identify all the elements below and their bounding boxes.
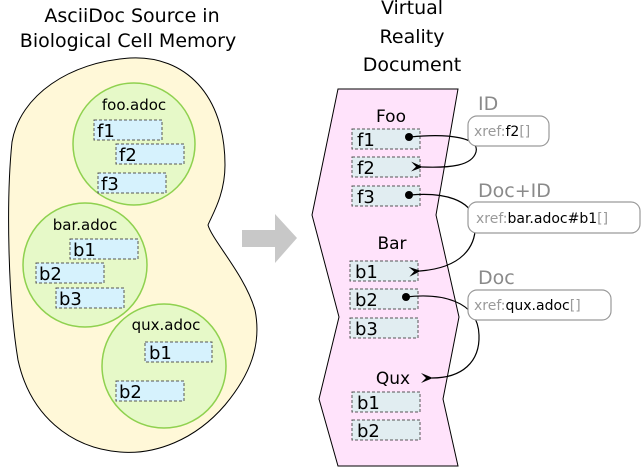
section-heading-qux: Qux xyxy=(376,369,410,389)
fragment-label: b2 xyxy=(39,264,62,285)
anchor-dot xyxy=(402,293,410,301)
doc-foo-items: f1 f2 f3 xyxy=(351,128,421,208)
doc-item-label: f2 xyxy=(357,158,375,179)
doc-item-box xyxy=(351,391,421,413)
xref-prefix: xref: xyxy=(476,211,508,227)
doc-qux-items: b1 b2 xyxy=(351,391,421,442)
xref-target: qux.adoc xyxy=(506,298,570,314)
fragment-label: b2 xyxy=(119,382,142,403)
anchor-dot xyxy=(405,191,413,199)
doc-item-label: b2 xyxy=(355,290,378,311)
fragment-label: f3 xyxy=(101,174,119,195)
qux-items: b1 b2 xyxy=(115,341,213,403)
doc-item-box xyxy=(351,419,421,441)
doc-item-label: b1 xyxy=(355,262,378,283)
xref-code-doc: xref:qux.adoc[] xyxy=(474,298,581,314)
xref-arrow-id xyxy=(409,135,477,172)
xref-code-id: xref:f2[] xyxy=(474,124,530,140)
fragment-box xyxy=(55,287,125,309)
xref-suffix: [] xyxy=(597,211,608,227)
left-title-line-1: AsciiDoc Source in xyxy=(44,5,219,27)
xref-kind-id: ID xyxy=(478,93,498,115)
xref-box-id xyxy=(467,115,550,147)
doc-item-label: f1 xyxy=(357,130,375,151)
file-label-qux: qux.adoc xyxy=(132,316,201,334)
section-heading-foo: Foo xyxy=(376,107,406,127)
fragment-label: f1 xyxy=(97,121,115,142)
xref-suffix: [] xyxy=(519,124,530,140)
xref-code-doc-id: xref:bar.adoc#b1[] xyxy=(476,211,608,227)
right-title-line-1: Virtual xyxy=(381,0,443,19)
fragment-box xyxy=(69,238,139,260)
xref-anchor-dots xyxy=(402,133,413,301)
fragment-box xyxy=(144,341,213,363)
section-heading-bar: Bar xyxy=(377,234,406,254)
bar-items: b1 b2 b3 xyxy=(35,238,139,310)
fragment-label: b1 xyxy=(149,343,172,364)
xref-kind-doc: Doc xyxy=(478,267,515,289)
right-title-line-3: Document xyxy=(363,54,461,76)
doc-item-box xyxy=(349,288,419,310)
right-title-line-2: Reality xyxy=(380,26,445,48)
doc-item-label: b3 xyxy=(355,319,378,340)
fragment-box xyxy=(115,143,185,165)
doc-item-label: f3 xyxy=(357,187,375,208)
doc-item-box xyxy=(351,128,421,150)
xref-suffix: [] xyxy=(570,298,581,314)
xref-box-doc xyxy=(467,289,612,321)
doc-bar-items: b1 b2 b3 xyxy=(349,260,419,340)
fragment-label: b3 xyxy=(59,289,82,310)
xref-box-doc-id xyxy=(467,201,641,234)
xref-prefix: xref: xyxy=(474,298,506,314)
fragment-box xyxy=(93,119,163,141)
xref-target: f2 xyxy=(506,124,520,140)
xref-kind-doc-id: Doc+ID xyxy=(478,180,551,202)
xref-arrow-doc xyxy=(405,295,480,384)
anchor-dot xyxy=(405,133,413,141)
doc-item-label: b2 xyxy=(357,421,380,442)
fragment-box xyxy=(35,262,105,284)
xref-prefix: xref: xyxy=(474,124,506,140)
foo-items: f1 f2 f3 xyxy=(93,119,185,195)
fragment-box xyxy=(97,172,167,194)
file-label-bar: bar.adoc xyxy=(53,216,117,234)
left-title-line-2: Biological Cell Memory xyxy=(20,30,236,52)
doc-item-box xyxy=(349,317,419,339)
doc-item-box xyxy=(351,185,421,207)
xref-target: bar.adoc#b1 xyxy=(508,211,598,227)
fragment-box xyxy=(115,380,185,402)
fragment-label: f2 xyxy=(119,145,137,166)
transform-arrow-icon xyxy=(242,214,297,263)
file-label-foo: foo.adoc xyxy=(102,96,166,114)
doc-item-label: b1 xyxy=(357,393,380,414)
fragment-label: b1 xyxy=(73,240,96,261)
